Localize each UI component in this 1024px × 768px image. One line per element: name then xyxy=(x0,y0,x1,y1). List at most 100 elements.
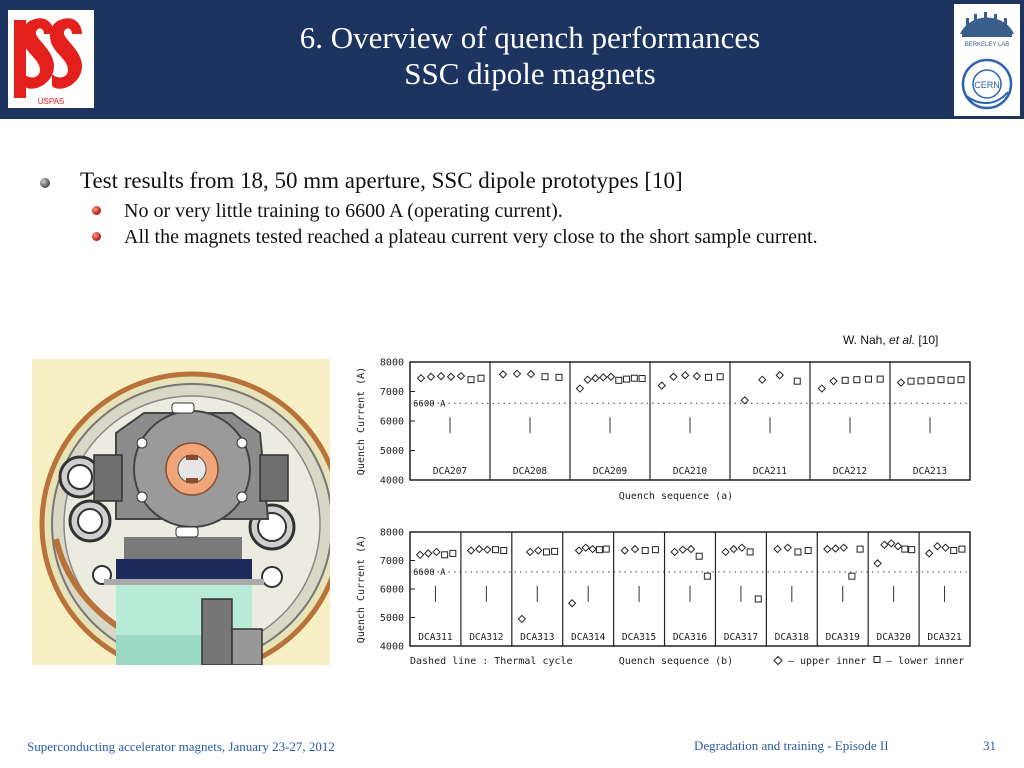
x-axis-label: Quench sequence (b) xyxy=(619,656,733,667)
magnet-label: DCA212 xyxy=(833,466,867,477)
upper-inner-point xyxy=(880,540,889,550)
upper-inner-point xyxy=(817,384,827,393)
magnet-label: DCA311 xyxy=(418,632,453,643)
lab-logos-icon: BERKELEY LAB CERN xyxy=(954,4,1020,116)
lower-inner-point xyxy=(804,547,812,555)
magnet-label: DCA207 xyxy=(433,466,467,477)
x-axis-label: Quench sequence (a) xyxy=(619,491,733,502)
lower-inner-point xyxy=(848,572,856,580)
sub-bullet-text-1: No or very little training to 6600 A (op… xyxy=(124,200,563,222)
upper-inner-point xyxy=(692,371,702,381)
lower-inner-point xyxy=(500,547,508,555)
sub-bullet: No or very little training to 6600 A (op… xyxy=(92,200,980,222)
upper-inner-point xyxy=(526,369,536,379)
magnet-label: DCA319 xyxy=(826,632,861,643)
upper-inner-point xyxy=(783,543,792,552)
upper-inner-point xyxy=(678,545,688,554)
lower-inner-point xyxy=(551,547,559,555)
lower-inner-point xyxy=(705,373,712,381)
upper-inner-point xyxy=(581,543,590,552)
y-axis-label: Quench Current (A) xyxy=(356,535,367,643)
y-tick-label: 5000 xyxy=(380,446,404,457)
magnet-label: DCA316 xyxy=(673,632,708,643)
upper-inner-point xyxy=(729,544,738,554)
upper-inner-point xyxy=(606,372,616,381)
magnet-label: DCA318 xyxy=(775,632,810,643)
upper-inner-point xyxy=(740,396,749,405)
uspas-logo-icon: USPAS xyxy=(8,10,94,108)
upper-inner-point xyxy=(893,542,903,551)
upper-inner-point xyxy=(839,543,848,552)
slide-title-line2: SSC dipole magnets xyxy=(404,56,656,91)
legend-upper-text: – upper inner xyxy=(788,656,866,667)
upper-inner-point xyxy=(466,546,476,555)
lower-inner-point xyxy=(542,548,550,556)
bullet-list: Test results from 18, 50 mm aperture, SS… xyxy=(40,166,980,248)
upper-inner-point xyxy=(599,373,608,382)
lower-inner-point xyxy=(908,546,916,554)
bullet-dot-icon xyxy=(40,178,50,188)
upper-inner-point xyxy=(583,375,592,384)
upper-inner-point xyxy=(416,374,426,383)
lower-inner-point xyxy=(716,373,724,381)
upper-inner-point xyxy=(775,371,784,380)
magnet-cross-section-icon xyxy=(32,359,330,665)
y-tick-label: 4000 xyxy=(380,642,404,653)
lower-inner-point xyxy=(856,545,864,553)
upper-inner-point xyxy=(426,372,436,381)
upper-inner-point xyxy=(517,614,527,624)
slide-title-line1: 6. Overview of quench performances xyxy=(299,20,761,55)
lower-inner-point xyxy=(746,548,754,556)
y-tick-label: 6000 xyxy=(380,417,404,428)
cern-logo-text: CERN xyxy=(974,80,1000,90)
magnet-label: DCA213 xyxy=(913,466,947,477)
y-tick-label: 7000 xyxy=(380,387,404,398)
lower-inner-point xyxy=(793,377,801,385)
slide-header: USPAS 6. Overview of quench performances… xyxy=(0,0,1024,119)
upper-inner-point xyxy=(773,544,782,554)
lower-inner-point xyxy=(841,376,849,384)
y-tick-label: 4000 xyxy=(380,476,404,487)
magnet-label: DCA210 xyxy=(673,466,708,477)
lower-inner-point xyxy=(927,376,935,384)
upper-inner-point xyxy=(446,372,456,381)
magnet-label: DCA313 xyxy=(520,632,554,643)
upper-inner-point xyxy=(933,542,942,551)
lower-inner-point xyxy=(695,552,703,560)
upper-inner-point xyxy=(588,544,597,554)
upper-inner-point xyxy=(512,369,522,379)
thermal-cycle-note: Dashed line : Thermal cycle xyxy=(410,656,573,667)
upper-inner-point xyxy=(534,546,543,555)
upper-inner-point xyxy=(873,559,882,568)
lower-inner-point xyxy=(630,374,638,382)
bullet-main: Test results from 18, 50 mm aperture, SS… xyxy=(40,166,980,196)
upper-inner-point xyxy=(669,372,678,381)
sub-bullet-dot-icon xyxy=(92,206,101,215)
uspas-logo-text: USPAS xyxy=(38,97,65,106)
page-number: 31 xyxy=(983,738,996,753)
legend-upper-marker xyxy=(773,655,783,666)
lower-inner-point xyxy=(937,376,945,384)
footer-course: Superconducting accelerator magnets, Jan… xyxy=(27,739,335,754)
lower-inner-point xyxy=(449,549,457,557)
sub-bullet-dot-icon xyxy=(92,232,101,241)
lower-inner-point xyxy=(595,546,603,554)
lower-inner-point xyxy=(950,547,958,555)
magnet-label: DCA317 xyxy=(724,632,758,643)
upper-inner-point xyxy=(456,371,466,381)
upper-inner-point xyxy=(498,370,508,379)
y-tick-label: 7000 xyxy=(380,556,404,567)
upper-inner-point xyxy=(686,544,696,554)
lower-inner-point xyxy=(623,375,631,383)
y-tick-label: 8000 xyxy=(380,358,404,369)
lower-inner-point xyxy=(957,376,965,384)
upper-inner-point xyxy=(941,543,950,552)
lower-inner-point xyxy=(555,373,563,381)
upper-inner-point xyxy=(575,384,585,393)
lower-inner-point xyxy=(492,546,500,554)
reference-label: 6600 A xyxy=(413,399,446,409)
magnet-label: DCA315 xyxy=(622,632,656,643)
magnet-label: DCA314 xyxy=(571,632,606,643)
lower-inner-point xyxy=(467,376,475,384)
y-tick-label: 8000 xyxy=(380,528,404,539)
